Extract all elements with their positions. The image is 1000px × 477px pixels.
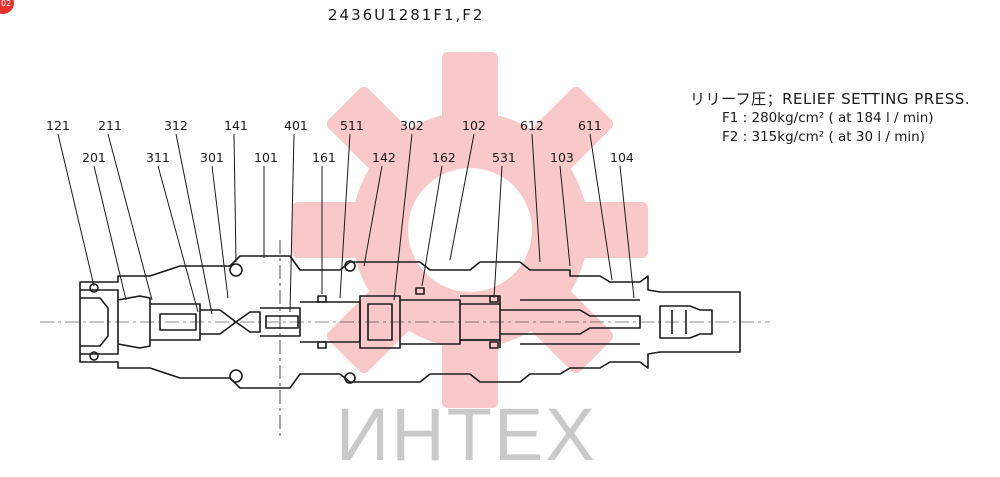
part-label: 312: [164, 118, 188, 133]
relief-heading: リリーフ圧；RELIEF SETTING PRESS.: [690, 90, 971, 108]
part-label: 302: [400, 118, 424, 133]
page-badge-label: 02: [1, 0, 12, 8]
relief-f2: F2 : 315kg/cm² ( at 30 l / min): [722, 129, 925, 145]
part-label: 103: [550, 150, 574, 165]
part-label: 102: [462, 118, 486, 133]
part-label: 121: [46, 118, 70, 133]
part-label: 311: [146, 150, 170, 165]
part-label: 401: [284, 118, 308, 133]
part-label: 161: [312, 150, 336, 165]
part-label: 201: [82, 150, 106, 165]
page-badge-icon: 02: [0, 0, 14, 14]
relief-f1: F1 : 280kg/cm² ( at 184 l / min): [722, 110, 934, 126]
part-label: 511: [340, 118, 364, 133]
part-label: 211: [98, 118, 122, 133]
part-label: 611: [578, 118, 602, 133]
part-label: 101: [254, 150, 278, 165]
watermark-text: ИНТЕХ: [336, 393, 597, 476]
part-label: 141: [224, 118, 248, 133]
relief-setting-block: リリーフ圧；RELIEF SETTING PRESS. F1 : 280kg/c…: [690, 90, 970, 147]
part-label: 104: [610, 150, 634, 165]
part-label: 531: [492, 150, 516, 165]
part-label: 142: [372, 150, 396, 165]
part-label: 301: [200, 150, 224, 165]
part-label: 162: [432, 150, 456, 165]
drawing-title: 2436U1281F1,F2: [328, 6, 485, 24]
part-label: 612: [520, 118, 544, 133]
